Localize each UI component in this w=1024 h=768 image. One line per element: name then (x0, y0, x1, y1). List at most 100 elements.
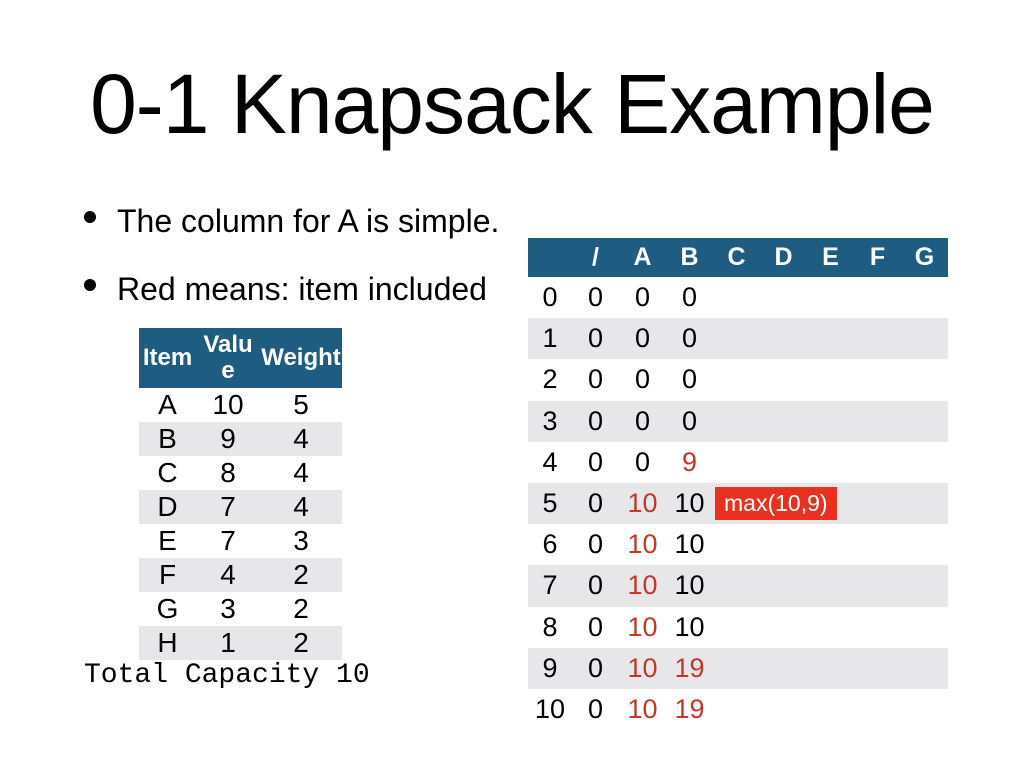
dp-value-cell: 9 (681, 446, 698, 477)
item-value-cell: 7 (220, 525, 236, 556)
items-table-row: F 4 2 (139, 558, 342, 592)
dp-value-cell: 0 (634, 364, 651, 395)
item-value-cell: 3 (220, 593, 236, 624)
items-header-cell: Value (196, 328, 260, 388)
dp-row-label: 10 (534, 693, 566, 724)
item-name-cell: D (157, 491, 178, 522)
dp-value-cell: 10 (627, 611, 658, 642)
dp-value-cell: 10 (674, 570, 705, 601)
dp-value-cell: 10 (627, 570, 658, 601)
item-name-cell: H (157, 627, 178, 658)
total-capacity-label: Total Capacity 10 (84, 660, 370, 691)
item-weight-cell: 2 (293, 593, 309, 624)
bullet-item: Red means: item included (84, 268, 499, 311)
items-header-cell: Weight (260, 328, 342, 388)
dp-value-cell: 10 (627, 652, 658, 683)
item-name-cell: E (158, 525, 177, 556)
items-header-label: Weight (261, 344, 341, 371)
dp-row-label: 0 (542, 282, 558, 313)
item-name-cell: C (157, 457, 178, 488)
item-weight-cell: 3 (293, 525, 309, 556)
items-table-row: D 7 4 (139, 490, 342, 524)
dp-value-cell: 0 (634, 446, 651, 477)
item-value-cell: 10 (212, 389, 244, 420)
items-table-row: E 7 3 (139, 524, 342, 558)
slide-title: 0-1 Knapsack Example (90, 57, 935, 151)
item-value-cell: 4 (220, 559, 236, 590)
max-annotation-badge: max(10,9) (715, 486, 837, 520)
dp-row-label: 3 (542, 405, 558, 436)
item-weight-cell: 4 (293, 491, 309, 522)
dp-header-cell: B (680, 243, 699, 271)
bullet-text: Red means: item included (117, 271, 487, 307)
dp-value-cell: 0 (587, 364, 604, 395)
dp-value-cell: 19 (674, 652, 705, 683)
items-table-row: C 8 4 (139, 456, 342, 490)
dp-header-cell: / (592, 243, 599, 271)
dp-value-cell: 0 (681, 364, 698, 395)
items-header-cell: Item (139, 328, 196, 388)
dp-row-label: 2 (542, 364, 558, 395)
item-name-cell: B (158, 423, 177, 454)
item-weight-cell: 4 (293, 457, 309, 488)
dp-value-cell: 10 (674, 611, 705, 642)
dp-value-cell: 0 (587, 570, 604, 601)
dp-header-cell: E (822, 243, 839, 271)
bullet-icon (84, 279, 96, 291)
dp-value-cell: 0 (587, 611, 604, 642)
dp-row-label: 1 (542, 323, 558, 354)
items-header-label: Item (142, 344, 193, 371)
dp-value-cell: 0 (681, 282, 698, 313)
dp-value-cell: 0 (587, 446, 604, 477)
dp-value-cell: 10 (627, 488, 658, 519)
dp-value-cell: 0 (634, 405, 651, 436)
dp-value-cell: 19 (674, 693, 705, 724)
item-value-cell: 1 (220, 627, 236, 658)
dp-row-label: 8 (542, 611, 558, 642)
item-value-cell: 7 (220, 491, 236, 522)
dp-value-cell: 0 (587, 323, 604, 354)
dp-value-cell: 10 (627, 693, 658, 724)
dp-row-label: 7 (542, 570, 558, 601)
dp-value-cell: 0 (587, 282, 604, 313)
dp-value-cell: 0 (681, 405, 698, 436)
dp-value-cell: 0 (587, 405, 604, 436)
item-value-cell: 8 (220, 457, 236, 488)
dp-table-row: 10 0 10 19 (528, 689, 948, 730)
dp-row-label: 5 (542, 488, 558, 519)
dp-value-cell: 0 (587, 693, 604, 724)
dp-value-cell: 0 (587, 652, 604, 683)
item-name-cell: F (158, 559, 177, 590)
dp-value-cell: 10 (674, 529, 705, 560)
dp-value-cell: 0 (634, 323, 651, 354)
dp-value-cell: 10 (627, 529, 658, 560)
bullet-list: The column for A is simple. Red means: i… (84, 200, 499, 336)
item-weight-cell: 2 (293, 559, 309, 590)
dp-header-cell: G (914, 243, 935, 271)
bullet-text: The column for A is simple. (117, 203, 500, 239)
item-weight-cell: 4 (293, 423, 309, 454)
items-header-label: Value (203, 331, 253, 384)
dp-value-cell: 0 (587, 488, 604, 519)
dp-row-label: 9 (542, 652, 558, 683)
dp-header-cell: F (869, 243, 886, 271)
bullet-icon (84, 211, 96, 223)
item-name-cell: A (158, 389, 177, 420)
dp-row-label: 4 (542, 446, 558, 477)
dp-value-cell: 0 (634, 282, 651, 313)
